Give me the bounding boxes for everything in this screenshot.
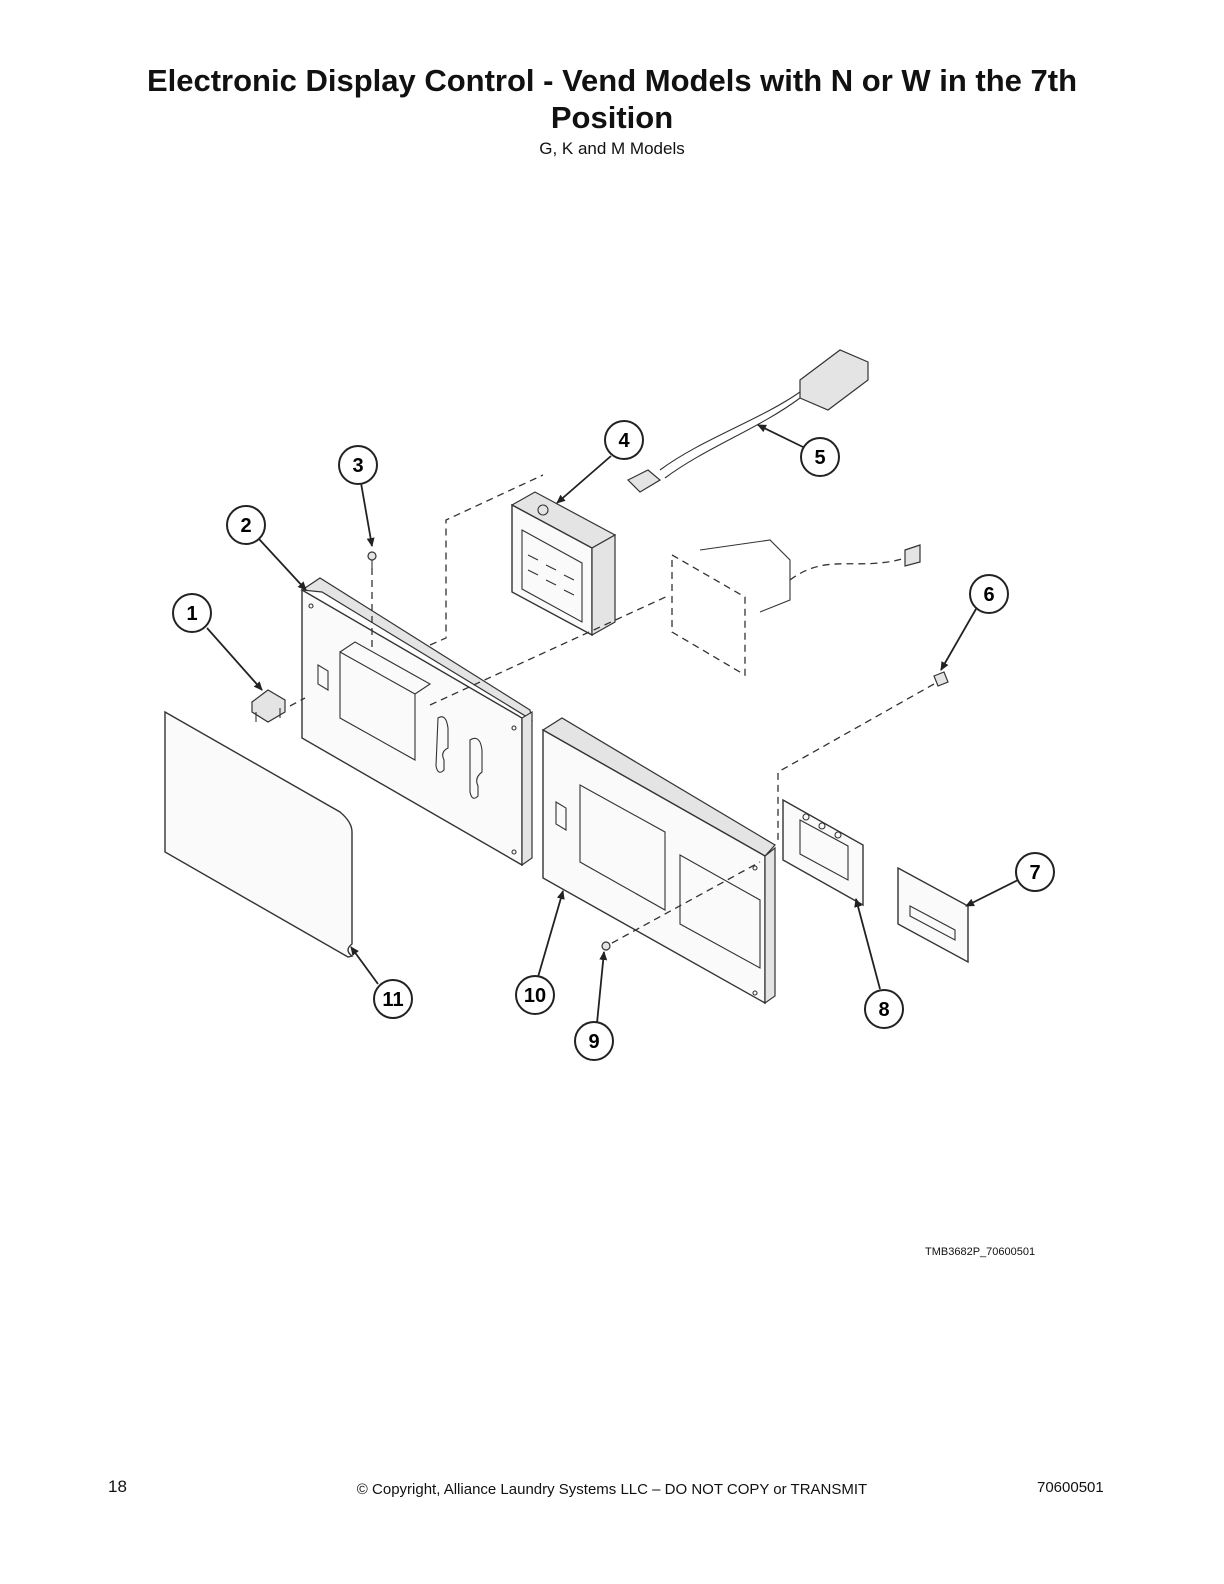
callout-10-label: 10 <box>524 985 546 1007</box>
page-number: 18 <box>108 1477 127 1496</box>
assembly-lines <box>289 474 935 944</box>
copyright-notice: © Copyright, Alliance Laundry Systems LL… <box>356 1481 868 1498</box>
page-subtitle: G, K and M Models <box>539 139 685 158</box>
callout-6: 6 <box>969 574 1009 614</box>
callout-6-label: 6 <box>983 584 994 606</box>
document-number: 70600501 <box>1037 1479 1104 1496</box>
part-4-display-control <box>510 491 617 637</box>
leader-arrows <box>206 424 1019 1024</box>
callout-9-label: 9 <box>588 1031 599 1053</box>
callout-5: 5 <box>800 437 840 477</box>
part-7-bracket <box>897 866 969 964</box>
callout-8-label: 8 <box>878 999 889 1021</box>
page-title: Electronic Display Control - Vend Models… <box>0 62 1224 136</box>
title-line-2: Position <box>550 100 674 135</box>
part-9-screw <box>601 941 611 951</box>
callout-2: 2 <box>226 505 266 545</box>
callout-11: 11 <box>373 979 413 1019</box>
part-3-screw <box>367 551 377 568</box>
callout-1-label: 1 <box>186 603 197 625</box>
callout-7: 7 <box>1015 852 1055 892</box>
callout-1: 1 <box>172 593 212 633</box>
part-10-right-panel <box>541 717 776 1005</box>
callout-7-label: 7 <box>1029 862 1040 884</box>
part-8-mounting-plate <box>782 798 864 907</box>
callout-11-label: 11 <box>382 989 403 1011</box>
figure-reference: TMB3682P_70600501 <box>925 1246 1036 1258</box>
callouts: 1 2 3 4 5 6 7 8 <box>172 420 1055 1061</box>
callout-3: 3 <box>338 445 378 485</box>
title-line-1: Electronic Display Control - Vend Models… <box>146 63 1078 98</box>
callout-10: 10 <box>515 975 555 1015</box>
part-6-clip <box>933 671 949 687</box>
callout-4-label: 4 <box>618 430 630 452</box>
callout-5-label: 5 <box>814 447 825 469</box>
control-board-bracket <box>671 539 921 677</box>
callout-3-label: 3 <box>352 455 363 477</box>
part-1-switch <box>251 689 286 723</box>
callout-4: 4 <box>604 420 644 460</box>
callout-8: 8 <box>864 989 904 1029</box>
callout-2-label: 2 <box>240 515 251 537</box>
callout-9: 9 <box>574 1021 614 1061</box>
part-5-wire-harness <box>626 349 869 493</box>
